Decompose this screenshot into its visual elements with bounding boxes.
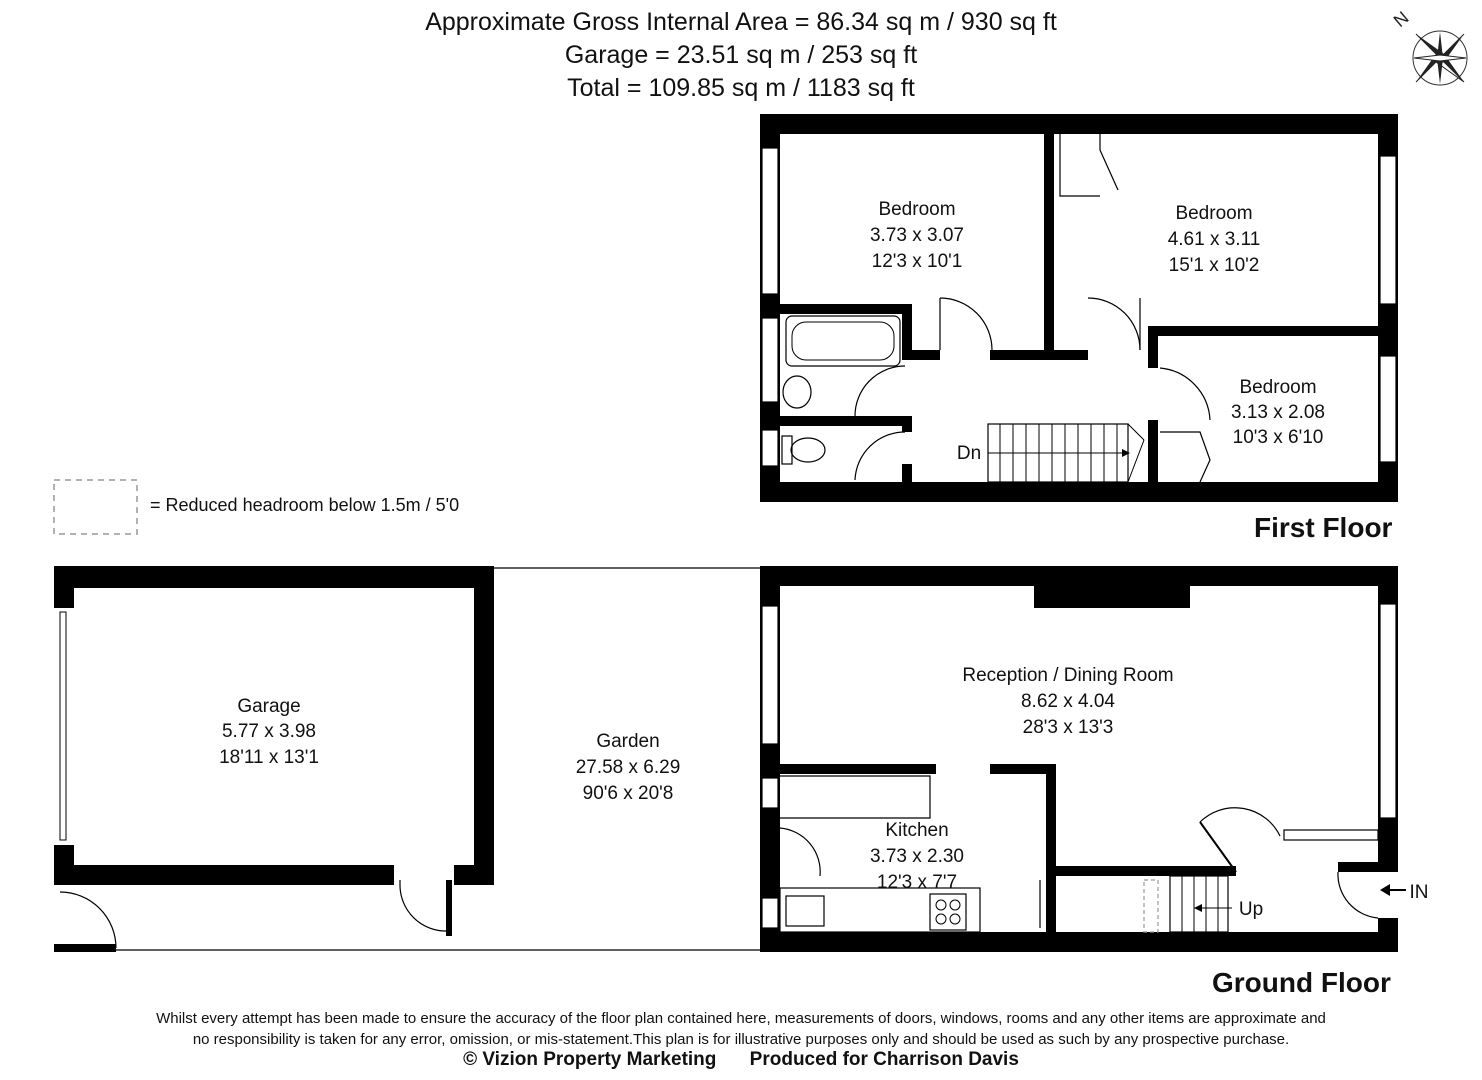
compass-north-label: N — [1390, 7, 1413, 31]
garden-imperial: 90'6 x 20'8 — [583, 783, 674, 804]
total-area-text: Total = 109.85 sq m / 1183 sq ft — [567, 74, 915, 102]
stairs-up-label: Up — [1239, 899, 1263, 920]
ground-floor-plan: Garage 5.77 x 3.98 18'11 x 13'1 Garden 2… — [54, 566, 1429, 952]
window — [761, 147, 779, 295]
garage-imperial: 18'11 x 13'1 — [219, 747, 319, 768]
credits: © Vizion Property Marketing Produced for… — [0, 1049, 1482, 1071]
compass-rose-icon: N — [1390, 7, 1468, 86]
reduced-headroom-legend-box — [53, 479, 138, 535]
kitchen-sink-icon — [785, 895, 825, 927]
window — [761, 429, 779, 467]
first-bedroom-1-imperial: 12'3 x 10'1 — [872, 251, 963, 272]
first-bedroom-2-name: Bedroom — [1175, 203, 1252, 224]
window — [761, 605, 779, 745]
kitchen-name: Kitchen — [885, 820, 948, 841]
reception-name: Reception / Dining Room — [962, 665, 1173, 686]
garage-area-text: Garage = 23.51 sq m / 253 sq ft — [564, 41, 918, 69]
window — [1283, 829, 1379, 841]
first-bedroom-2-metric: 4.61 x 3.11 — [1168, 229, 1261, 250]
copyright-text: © Vizion Property Marketing — [463, 1049, 717, 1070]
disclaimer-line-1: Whilst every attempt has been made to en… — [156, 1010, 1326, 1027]
gross-area-text: Approximate Gross Internal Area = 86.34 … — [425, 8, 1057, 36]
window — [1379, 155, 1397, 305]
first-bedroom-1-metric: 3.73 x 3.07 — [870, 225, 964, 246]
first-bedroom-3-imperial: 10'3 x 6'10 — [1233, 427, 1324, 448]
first-floor-plan: Bedroom 3.73 x 3.07 12'3 x 10'1 Bedroom … — [760, 114, 1398, 502]
reception-metric: 8.62 x 4.04 — [1021, 691, 1115, 712]
first-bedroom-3-metric: 3.13 x 2.08 — [1231, 402, 1325, 423]
window — [761, 317, 779, 403]
hob-icon — [929, 893, 967, 931]
entrance-arrow-icon — [1380, 884, 1406, 896]
first-floor-title: First Floor — [1254, 512, 1393, 543]
window — [1379, 603, 1397, 819]
window — [761, 777, 779, 809]
kitchen-metric: 3.73 x 2.30 — [870, 846, 964, 867]
garden-name: Garden — [596, 731, 659, 752]
ground-floor-title: Ground Floor — [1212, 967, 1391, 998]
first-bedroom-1-name: Bedroom — [878, 199, 955, 220]
reception-imperial: 28'3 x 13'3 — [1023, 717, 1114, 738]
first-bedroom-3-name: Bedroom — [1239, 377, 1316, 398]
reduced-headroom-legend-text: = Reduced headroom below 1.5m / 5'0 — [150, 495, 460, 515]
first-floor-stairs — [987, 423, 1145, 483]
disclaimer-line-2: no responsibility is taken for any error… — [192, 1031, 1290, 1048]
garage-name: Garage — [237, 696, 300, 717]
garden-metric: 27.58 x 6.29 — [576, 757, 681, 778]
ground-floor-stairs — [1169, 875, 1232, 933]
sink-icon — [782, 375, 812, 409]
garage-door — [59, 611, 67, 841]
bath-icon — [785, 315, 901, 367]
chimney-breast — [1034, 586, 1190, 608]
toilet-icon — [781, 435, 826, 465]
kitchen-imperial: 12'3 x 7'7 — [877, 872, 957, 893]
window — [761, 897, 779, 929]
entrance-label: IN — [1410, 882, 1429, 903]
window — [1379, 355, 1397, 463]
stairs-down-label: Dn — [957, 443, 981, 464]
garage-metric: 5.77 x 3.98 — [222, 721, 316, 742]
first-bedroom-2-imperial: 15'1 x 10'2 — [1169, 255, 1260, 276]
produced-for-text: Produced for Charrison Davis — [749, 1049, 1019, 1070]
